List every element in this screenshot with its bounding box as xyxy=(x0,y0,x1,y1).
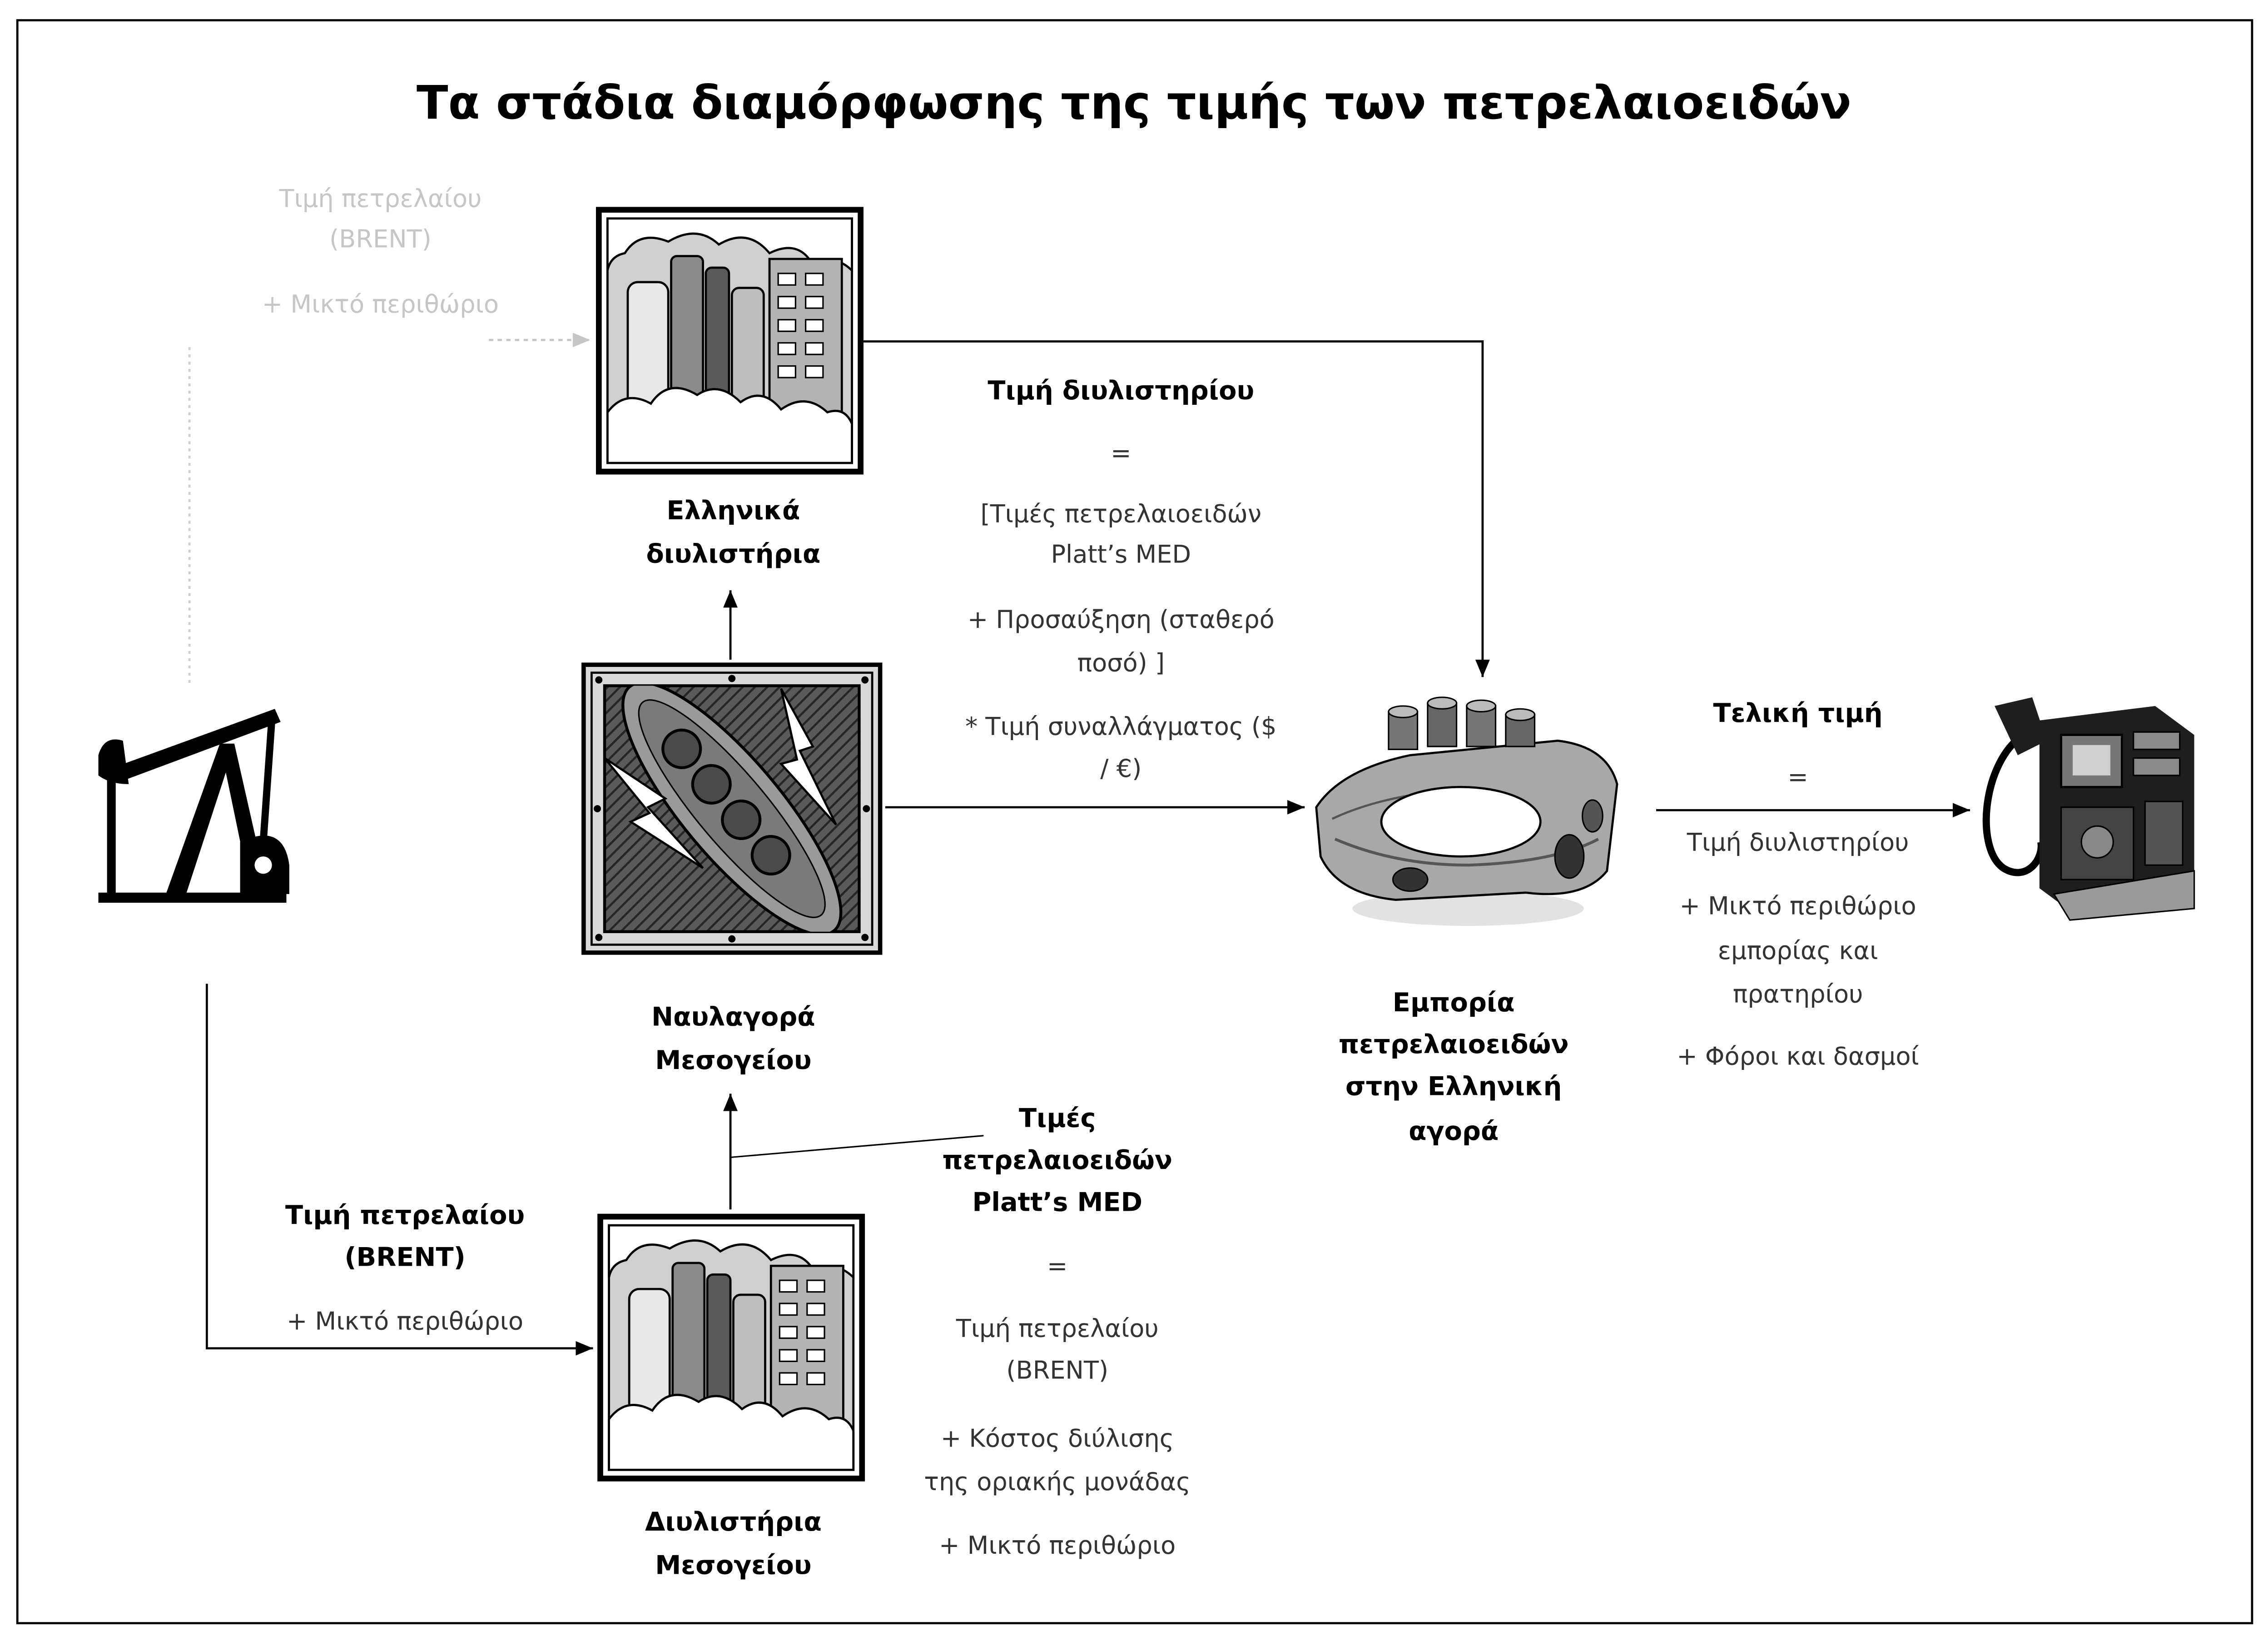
tanker-ship-icon xyxy=(581,662,883,955)
greek-refineries-label: Ελληνικά xyxy=(666,496,800,527)
final-price-line: πρατηρίου xyxy=(1732,980,1863,1010)
fuel-pump-icon xyxy=(1982,697,2195,921)
platts-price-line: Τιμή πετρελαίου xyxy=(956,1315,1159,1344)
faded-note-line: Τιμή πετρελαίου xyxy=(279,185,482,214)
platts-price-line: της οριακής μονάδας xyxy=(924,1468,1191,1497)
refinery-price-equals: = xyxy=(1111,440,1132,469)
final-price-heading: Τελική τιμή xyxy=(1713,699,1883,729)
platts-price-equals: = xyxy=(1047,1253,1068,1282)
frame-border xyxy=(16,19,2253,1625)
freight-market-label: Ναυλαγορά xyxy=(651,1002,815,1033)
refinery-price-line: * Τιμή συναλλάγματος ($ xyxy=(965,713,1277,742)
greek-market-label: αγορά xyxy=(1409,1117,1499,1148)
platts-price-heading: Τιμές xyxy=(1018,1104,1096,1134)
final-price-line: εμπορίας και xyxy=(1717,937,1878,967)
platts-price-heading: Platt’s MED xyxy=(972,1188,1143,1218)
arrow-well-to-med-refineries xyxy=(205,984,593,1356)
platts-price-heading: πετρελαιοειδών xyxy=(942,1145,1173,1176)
final-price-equals: = xyxy=(1787,764,1808,793)
faded-note-line: + Μικτό περιθώριο xyxy=(262,291,499,320)
greek-market-label: πετρελαιοειδών xyxy=(1338,1030,1569,1061)
crude-input-heading: Τιμή πετρελαίου xyxy=(285,1200,525,1231)
med-refineries-label: Διυλιστήρια xyxy=(645,1507,822,1538)
platts-price-line: + Μικτό περιθώριο xyxy=(939,1532,1176,1561)
final-price-line: + Φόροι και δασμοί xyxy=(1677,1043,1919,1072)
platts-price-line: + Κόστος διύλισης xyxy=(940,1425,1174,1454)
crude-input-heading: (BRENT) xyxy=(344,1243,466,1273)
freight-market-label: Μεσογείου xyxy=(655,1046,812,1077)
connector-platts-price xyxy=(730,1135,984,1159)
arrow-greek-refineries-to-market xyxy=(864,340,1490,677)
refinery-price-line: / €) xyxy=(1100,755,1142,784)
refinery-price-line: [Τιμές πετρελαιοειδών xyxy=(980,500,1262,530)
greek-market-label: Εμπορία xyxy=(1392,988,1515,1019)
platts-price-line: (BRENT) xyxy=(1006,1357,1109,1386)
refinery-price-line: + Προσαύξηση (σταθερό xyxy=(967,606,1275,635)
greek-market-label: στην Ελληνική xyxy=(1345,1072,1562,1103)
refinery-price-line: Platt’s MED xyxy=(1051,541,1191,570)
oil-pump-jack-icon xyxy=(98,709,289,903)
tanker-truck-icon xyxy=(1315,696,1618,926)
med-refineries-label: Μεσογείου xyxy=(655,1551,812,1581)
faded-note-line: (BRENT) xyxy=(329,225,432,255)
final-price-line: Τιμή διυλιστηρίου xyxy=(1687,829,1909,858)
refinery-price-line: ποσό) ] xyxy=(1077,649,1165,679)
greek-refineries-label: διυλιστήρια xyxy=(646,539,821,570)
crude-input-line: + Μικτό περιθώριο xyxy=(286,1308,524,1337)
final-price-line: + Μικτό περιθώριο xyxy=(1679,892,1916,922)
diagram-title: Τα στάδια διαμόρφωσης της τιμής των πετρ… xyxy=(417,75,1851,130)
refinery-price-heading: Τιμή διυλιστηρίου xyxy=(988,376,1255,407)
